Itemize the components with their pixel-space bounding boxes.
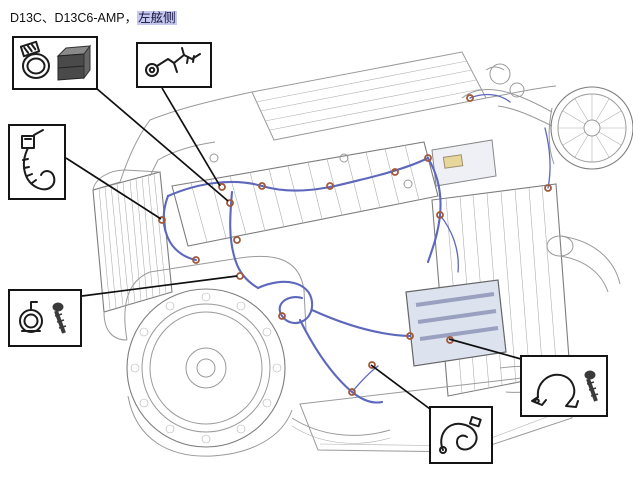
cable-loop-icon bbox=[439, 415, 482, 454]
leader-lines bbox=[65, 87, 522, 410]
callout-sensor-clip bbox=[136, 42, 212, 88]
side-label-highlight: 左舷侧 bbox=[137, 11, 177, 25]
p-clamp-icon bbox=[19, 301, 67, 334]
callout-cable-tie bbox=[8, 124, 66, 200]
ecu-module bbox=[405, 279, 507, 367]
engine-line-art bbox=[92, 51, 633, 457]
callout-hose-clamp-block bbox=[12, 36, 98, 90]
callout-cable-loop bbox=[429, 406, 493, 464]
saddle-clamp-icon bbox=[531, 370, 599, 408]
sensor-clip-icon bbox=[145, 47, 201, 77]
leader-line-p-clamp bbox=[81, 275, 238, 297]
leader-line-cable-loop bbox=[370, 364, 431, 410]
callout-p-clamp bbox=[8, 289, 82, 347]
callout-saddle-clamp bbox=[520, 355, 608, 417]
cable-tie-icon bbox=[21, 129, 56, 191]
screw-icon bbox=[52, 302, 67, 334]
leader-line-hose-clamp bbox=[95, 87, 229, 202]
page-title: D13C、D13C6-AMP，左舷侧 bbox=[10, 7, 177, 26]
leader-line-sensor-clip bbox=[161, 87, 221, 187]
harness-clip-marks bbox=[158, 94, 552, 396]
hose-clamp-icon bbox=[19, 40, 92, 81]
model-label: D13C、D13C6-AMP， bbox=[10, 11, 138, 25]
leader-line-saddle-clamp bbox=[448, 338, 522, 360]
wiring-harness bbox=[162, 93, 551, 404]
screw-icon bbox=[584, 370, 599, 402]
leader-line-cable-tie bbox=[65, 157, 162, 220]
rubber-block-icon bbox=[56, 44, 92, 81]
